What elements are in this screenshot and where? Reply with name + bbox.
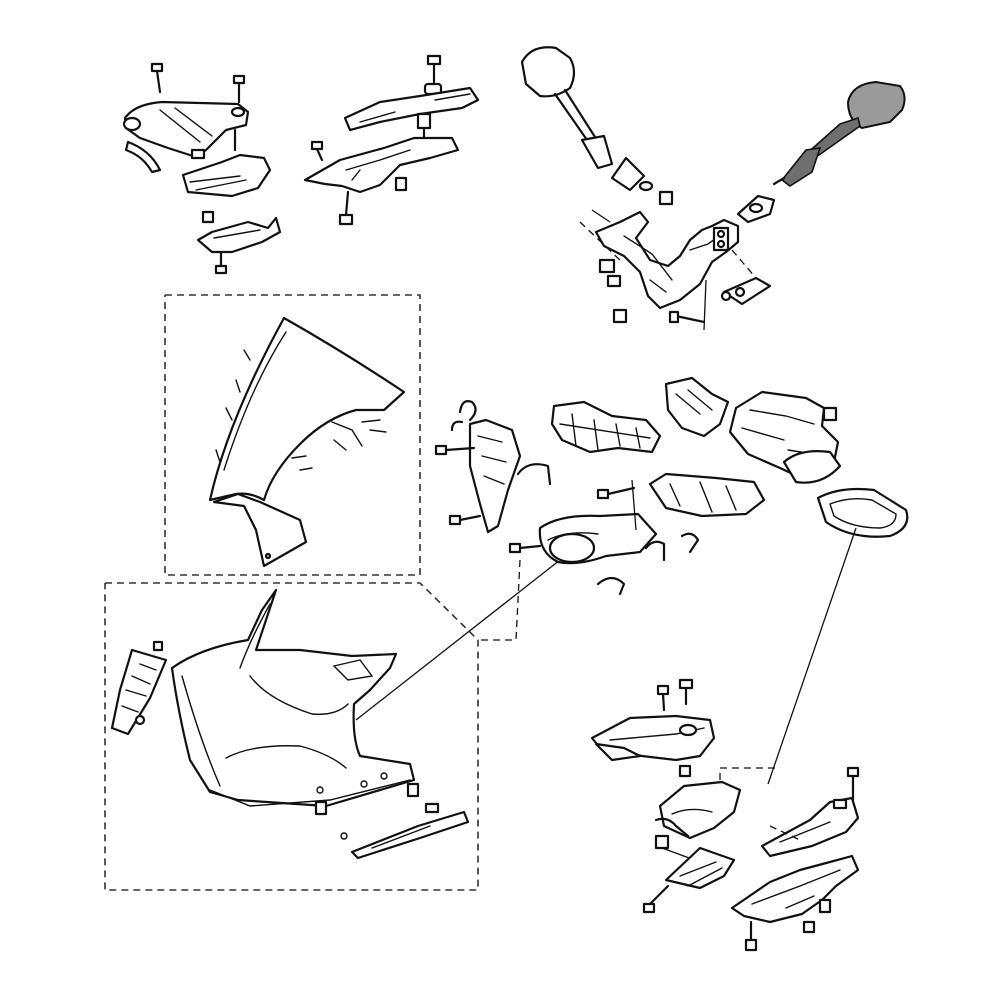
lower-cowl-strip <box>340 802 470 860</box>
mirror-right <box>772 80 906 187</box>
windscreen <box>208 316 406 568</box>
nut-icon <box>654 834 670 850</box>
lower-bracket <box>196 216 282 254</box>
screw-icon <box>642 884 670 914</box>
screw-icon <box>152 640 164 652</box>
screw-icon <box>310 140 324 162</box>
bolt-icon <box>668 310 706 324</box>
main-stay <box>303 136 460 194</box>
leader-line <box>355 559 561 721</box>
screw-icon <box>232 74 246 104</box>
screw-icon <box>656 684 670 712</box>
bolt-icon <box>612 308 628 324</box>
right-side-panel <box>760 796 860 858</box>
air-duct-group <box>434 376 909 785</box>
bolt-icon <box>338 190 354 226</box>
clip <box>644 540 666 562</box>
screw-icon <box>214 250 228 275</box>
nut-icon <box>658 190 674 206</box>
windscreen-group-frame <box>164 294 421 576</box>
intake-duct-1 <box>550 400 662 454</box>
intake-duct-4 <box>648 472 766 518</box>
upper-inner-panel <box>590 714 716 762</box>
duct-bracket <box>468 418 522 534</box>
cowling-group-frame <box>104 582 479 891</box>
trim-strip <box>124 140 162 174</box>
screw-icon <box>448 514 482 526</box>
screw-icon <box>846 766 860 802</box>
clip <box>190 148 206 160</box>
leader-line <box>478 559 521 641</box>
inner-panel-group <box>590 678 860 952</box>
screw-icon <box>678 678 694 706</box>
gasket-left <box>610 156 654 192</box>
upper-bracket <box>122 100 250 159</box>
mirror-left <box>520 46 614 170</box>
hook <box>450 420 464 432</box>
lower-inner-bracket <box>664 846 736 890</box>
intake-duct-3 <box>728 390 842 484</box>
washer-icon <box>598 258 616 274</box>
side-trim-panel <box>110 648 168 736</box>
mirror-stay-frame <box>594 210 740 310</box>
upper-cowling <box>170 588 420 816</box>
middle-bracket <box>181 153 272 198</box>
screw-icon <box>508 542 542 554</box>
screw-icon <box>596 486 636 500</box>
hook <box>458 400 477 422</box>
screw-icon <box>426 54 442 84</box>
headlight-stay-group <box>303 54 480 226</box>
headlight-bracket-group <box>122 62 282 275</box>
nut-icon <box>201 210 215 224</box>
upper-stay <box>343 86 480 132</box>
nut-icon <box>822 406 838 422</box>
washer-icon <box>606 274 622 288</box>
bolt-icon <box>744 920 758 952</box>
clip <box>596 576 626 596</box>
wire-clip <box>516 463 552 486</box>
center-duct <box>654 780 742 840</box>
intake-duct-5 <box>538 512 658 565</box>
screw-icon <box>150 62 164 94</box>
duct-seal-ring <box>816 487 909 538</box>
clip <box>680 532 700 554</box>
screw-icon <box>434 444 476 456</box>
lower-side-panel <box>730 854 860 934</box>
nut-icon <box>394 176 408 192</box>
spacer <box>416 112 432 130</box>
nut-icon <box>678 764 692 778</box>
gasket-right <box>736 194 776 224</box>
bracket-plate <box>720 276 772 306</box>
mirror-assembly <box>520 46 906 331</box>
intake-duct-2 <box>664 376 730 438</box>
